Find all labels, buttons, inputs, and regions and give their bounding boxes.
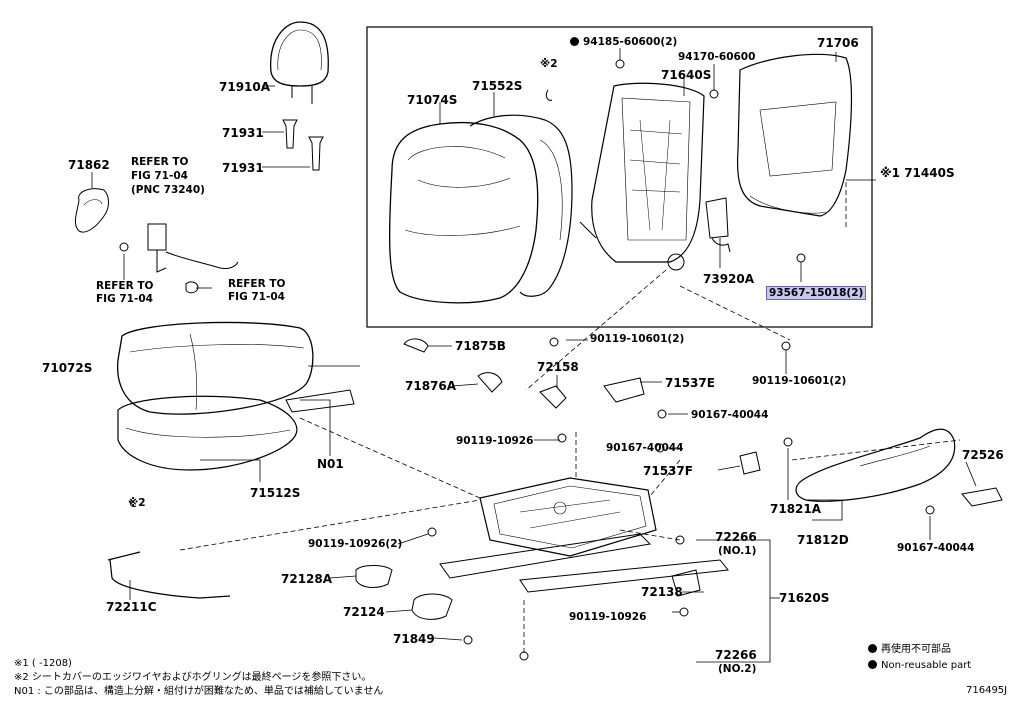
seat-cushion-cover-illustration <box>116 321 314 415</box>
refer-to-pnc: (PNC 73240) <box>131 184 205 196</box>
part-label-71537F[interactable]: 71537F <box>643 464 693 478</box>
part-label-90119-10926[interactable]: 90119-10926 <box>456 435 534 447</box>
belt-guide-illustration <box>74 188 109 233</box>
cover-72124-illustration <box>411 593 453 620</box>
knob-illustration <box>961 487 1003 507</box>
part-label-72266[interactable]: 72266 <box>715 530 757 544</box>
part-label-72128A[interactable]: 72128A <box>281 572 333 586</box>
seatback-frame-illustration <box>579 82 705 271</box>
buckle-illustration <box>119 223 239 294</box>
part-label-72266[interactable]: 72266 <box>715 648 757 662</box>
part-label-72158[interactable]: 72158 <box>537 360 579 374</box>
legend-en: Non-reusable part <box>868 659 971 672</box>
refer-to-line: REFER TO <box>131 156 189 168</box>
refer-to-line: REFER TO <box>228 278 286 290</box>
non-reusable-dot-icon <box>570 37 579 46</box>
part-label-72138[interactable]: 72138 <box>641 585 683 599</box>
part-label-94170-60600[interactable]: 94170-60600 <box>678 51 756 63</box>
leader-lines <box>91 48 977 663</box>
part-sub-label: (NO.2) <box>718 663 757 675</box>
part-label-71876A[interactable]: 71876A <box>405 379 457 393</box>
non-reusable-dot-icon <box>868 644 877 653</box>
seat-frame-illustration <box>479 477 657 557</box>
footnote-1: ※1 ( -1208) <box>14 658 72 669</box>
part-label-N01[interactable]: N01 <box>317 457 344 471</box>
part-label-71706[interactable]: 71706 <box>817 36 859 50</box>
part-label-93567-15018-highlighted[interactable]: 93567-15018(2) <box>766 286 867 300</box>
part-label-71074S[interactable]: 71074S <box>407 93 458 107</box>
part-sub-label: (NO.1) <box>718 545 757 557</box>
seatback-board-illustration <box>736 53 853 217</box>
seat-heater-illustration <box>285 389 355 413</box>
side-shield-illustration <box>795 428 1003 507</box>
seatback-group-frame <box>366 26 873 328</box>
part-label-71931[interactable]: 71931 <box>222 126 264 140</box>
wire-illustration <box>107 551 231 599</box>
part-label-71440S[interactable]: ※1 71440S <box>880 166 955 180</box>
part-label-90119-10601[interactable]: 90119-10601(2) <box>590 333 685 345</box>
seat-pad-illustration <box>117 395 298 471</box>
refer-to-figure-link[interactable]: FIG 71-04 <box>131 170 188 182</box>
headrest-guide-illustration <box>282 119 324 171</box>
part-label-71812D[interactable]: 71812D <box>797 533 849 547</box>
legend-jp: 再使用不可部品 <box>868 643 951 656</box>
part-label-90119-10926[interactable]: 90119-10926(2) <box>308 538 403 550</box>
refer-to-line: REFER TO <box>96 280 154 292</box>
footnote-2: ※2 シートカバーのエッジワイヤおよびホグリングは最終ページを参照下さい。 <box>14 672 372 683</box>
headrest-illustration <box>270 21 329 104</box>
side-pad-illustration <box>705 197 731 253</box>
part-label-71821A[interactable]: 71821A <box>770 502 822 516</box>
seat-track-illustration <box>439 533 729 593</box>
part-label-90167-40044[interactable]: 90167-40044 <box>691 409 769 421</box>
part-label-90167-40044[interactable]: 90167-40044 <box>897 542 975 554</box>
part-label-73920A[interactable]: 73920A <box>703 272 755 286</box>
footnote-n01: N01 : この部品は、構造上分解・組付けが困難なため、単品では補給していません <box>14 686 384 697</box>
part-label-71875B[interactable]: 71875B <box>455 339 506 353</box>
seatback-pad-illustration <box>388 121 539 304</box>
alignment-lines <box>179 182 961 656</box>
non-reusable-dot-icon <box>868 660 877 669</box>
part-label-71640S[interactable]: 71640S <box>661 68 712 82</box>
refer-to-figure-link[interactable]: FIG 71-04 <box>228 291 285 303</box>
part-label-94185-60600[interactable]: 94185-60600(2) <box>570 36 677 48</box>
cover-72128a-illustration <box>355 565 393 588</box>
part-label-71537E[interactable]: 71537E <box>665 376 715 390</box>
ref-mark: ※2 <box>540 58 558 70</box>
refer-to-figure-link[interactable]: FIG 71-04 <box>96 293 153 305</box>
part-label-90119-10601[interactable]: 90119-10601(2) <box>752 375 847 387</box>
part-label-90119-10926[interactable]: 90119-10926 <box>569 611 647 623</box>
part-label-71862[interactable]: 71862 <box>68 158 110 172</box>
seatback-cover-illustration <box>469 114 573 297</box>
part-label-90167-40044[interactable]: 90167-40044 <box>606 442 684 454</box>
diagram-id: 716495J <box>966 685 1008 696</box>
part-label-72124[interactable]: 72124 <box>343 605 385 619</box>
part-label-71072S[interactable]: 71072S <box>42 361 93 375</box>
part-label-72211C[interactable]: 72211C <box>106 600 157 614</box>
part-label-71910A[interactable]: 71910A <box>219 80 271 94</box>
part-label-71620S[interactable]: 71620S <box>779 591 830 605</box>
part-label-71552S[interactable]: 71552S <box>472 79 523 93</box>
part-label-71931[interactable]: 71931 <box>222 161 264 175</box>
part-label-71849[interactable]: 71849 <box>393 632 435 646</box>
ref-mark: ※2 <box>128 497 146 509</box>
part-label-72526[interactable]: 72526 <box>962 448 1004 462</box>
part-label-71512S[interactable]: 71512S <box>250 486 301 500</box>
